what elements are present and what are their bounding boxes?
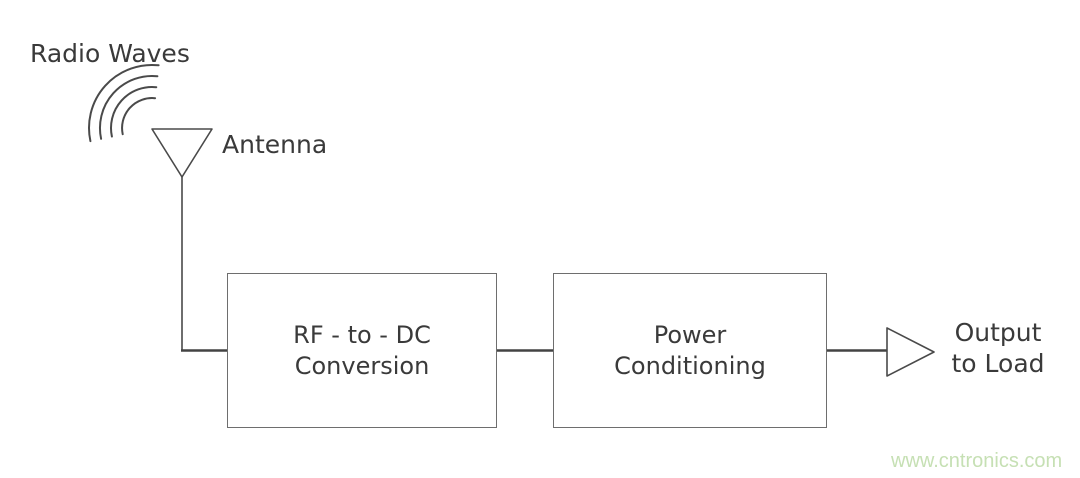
output-arrow-icon [886,327,935,377]
block-label-line: RF - to - DC [293,320,431,349]
wave-arc-icon [110,85,158,138]
wave-arc-icon [121,97,157,136]
block-label-line: Conversion [294,351,430,380]
antenna-label: Antenna [222,130,328,159]
block-label-line: Conditioning [614,351,766,380]
wave-arc-icon [98,75,159,140]
block-rf-to-dc-conversion: RF - to - DC Conversion [227,273,497,428]
output-label-line: Output [954,318,1042,347]
output-to-load-label: Output to Load [935,317,1061,379]
radio-waves-label: Radio Waves [30,39,190,68]
radio-waves-icon [88,63,160,143]
watermark: www.cntronics.com [891,450,1063,472]
antenna-icon [151,128,228,352]
block-label-line: Power [653,320,727,349]
block-power-conditioning: Power Conditioning [553,273,827,428]
wave-arc-icon [88,63,160,143]
output-label-line: to Load [951,349,1045,378]
antenna-triangle-icon [151,128,213,178]
